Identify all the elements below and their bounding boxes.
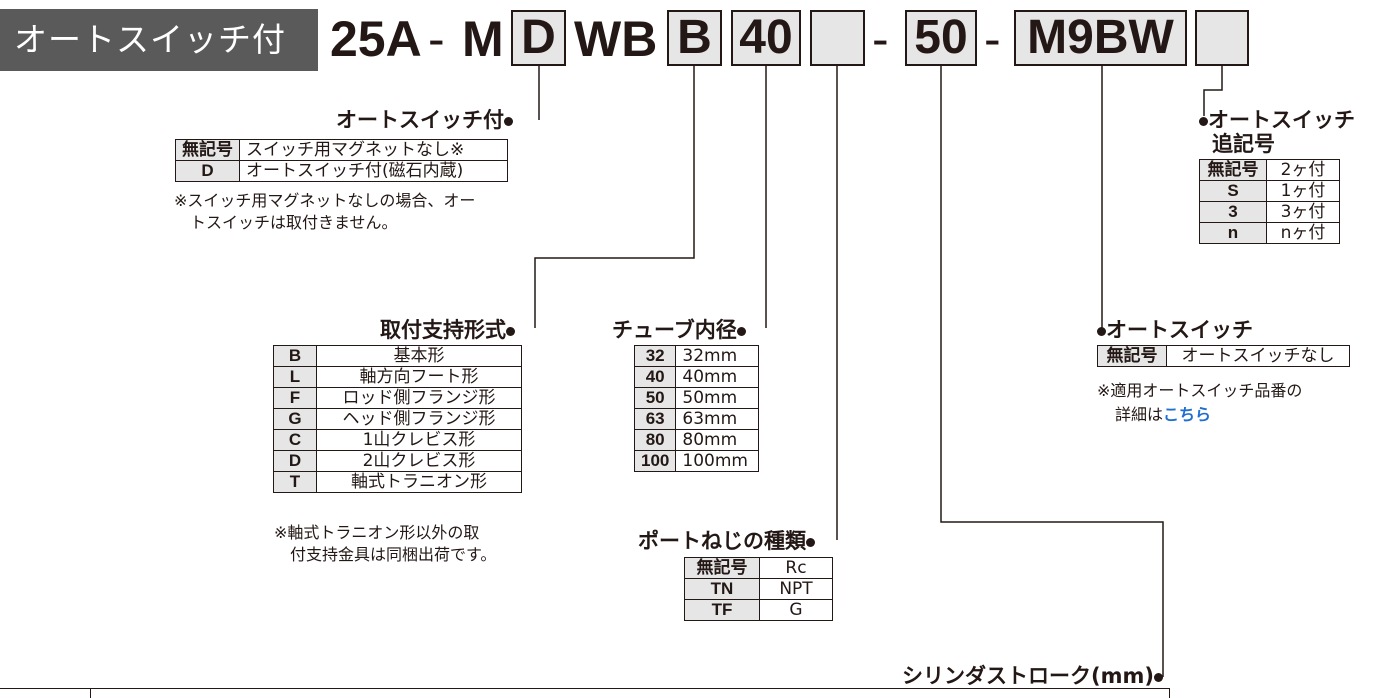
code-box-blank-switch bbox=[1195, 10, 1249, 66]
stroke-title: シリンダストローク(mm) bbox=[902, 663, 1163, 689]
auto-switch-note-1: ※適用オートスイッチ品番の bbox=[1097, 381, 1303, 400]
bullet-dot-icon bbox=[1097, 326, 1106, 336]
bullet-dot-icon bbox=[506, 326, 515, 336]
model-dash-2: - bbox=[872, 11, 889, 67]
leader-line-50 bbox=[940, 66, 1164, 677]
code-box-50: 50 bbox=[905, 10, 977, 66]
model-prefix: 25A bbox=[330, 11, 422, 67]
code-box-blank-port bbox=[810, 10, 865, 66]
model-dash-3: - bbox=[984, 11, 1001, 67]
auto-switch-note-2: 詳細はこちら bbox=[1115, 405, 1212, 424]
auto-switch-badge: オートスイッチ付 bbox=[0, 9, 318, 71]
stroke-table-top-edge bbox=[0, 688, 1170, 698]
model-dash-1: - bbox=[428, 11, 445, 67]
table-row: 無記号オートスイッチなし bbox=[1097, 345, 1350, 367]
switch-count-title: オートスイッチ bbox=[1199, 107, 1355, 133]
code-box-d: D bbox=[511, 10, 566, 66]
mounting-title: 取付支持形式 bbox=[380, 317, 515, 343]
bullet-dot-icon bbox=[1199, 116, 1208, 126]
auto-switch-title: オートスイッチ bbox=[1097, 317, 1253, 343]
bullet-dot-icon bbox=[806, 537, 815, 547]
details-link[interactable]: こちら bbox=[1163, 405, 1212, 424]
code-box-40: 40 bbox=[731, 10, 801, 66]
model-wb: WB bbox=[574, 11, 658, 67]
bullet-dot-icon bbox=[504, 116, 513, 126]
code-box-m9bw: M9BW bbox=[1014, 10, 1187, 66]
bullet-dot-icon bbox=[1153, 672, 1163, 682]
bore-title: チューブ内径 bbox=[612, 317, 746, 343]
port-title: ポートねじの種類 bbox=[638, 528, 815, 554]
model-m: M bbox=[462, 11, 504, 67]
switch-count-title-2: 追記号 bbox=[1212, 132, 1275, 156]
auto-switch-attach-note-2: トスイッチは取付きません。 bbox=[190, 213, 398, 232]
table-row: 無記号スイッチ用マグネットなし※ bbox=[175, 139, 508, 161]
mounting-note-2: 付支持金具は同梱出荷です。 bbox=[290, 545, 497, 564]
auto-switch-table: 無記号オートスイッチなし bbox=[1097, 345, 1350, 367]
auto-switch-attach-note-1: ※スイッチ用マグネットなしの場合、オー bbox=[174, 191, 476, 210]
bullet-dot-icon bbox=[736, 326, 746, 336]
mounting-note-1: ※軸式トラニオン形以外の取 bbox=[274, 523, 480, 542]
leader-line-count bbox=[1203, 66, 1223, 116]
auto-switch-attach-title: オートスイッチ付 bbox=[336, 107, 513, 133]
leader-line-b bbox=[534, 66, 695, 328]
code-box-b: B bbox=[667, 10, 722, 66]
